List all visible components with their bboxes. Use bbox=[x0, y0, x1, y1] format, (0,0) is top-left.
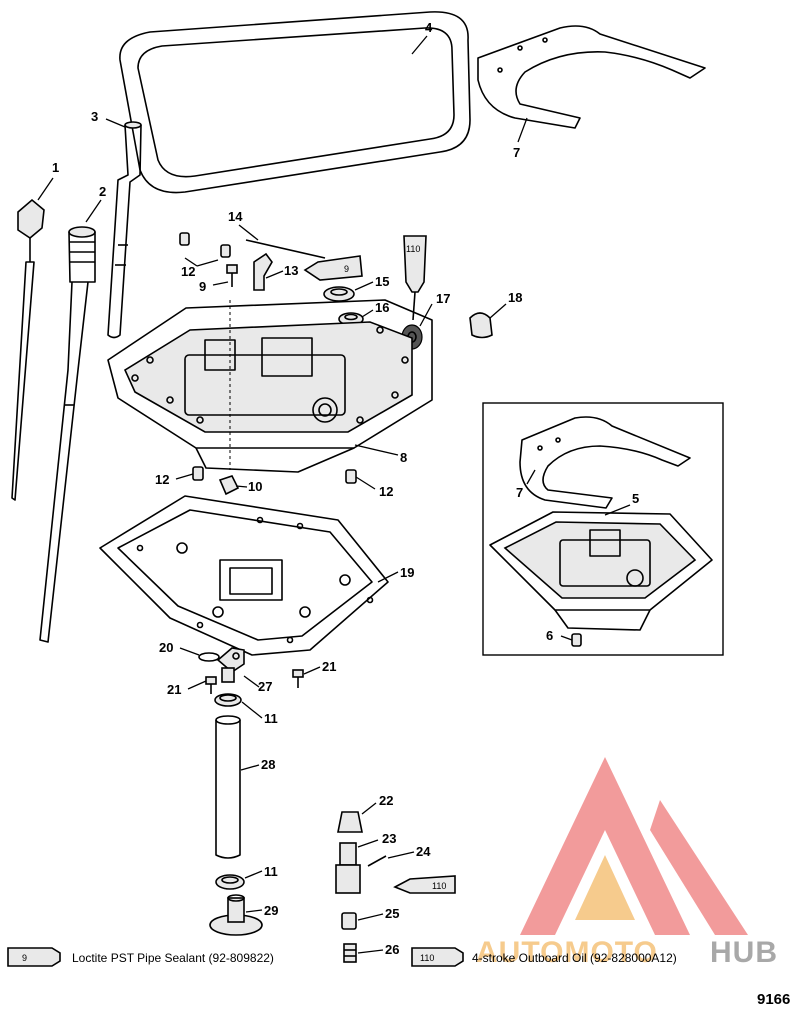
part-28-water-tube bbox=[215, 715, 241, 859]
callout-5: 5 bbox=[632, 491, 639, 506]
callout-26: 26 bbox=[385, 942, 399, 957]
callout-6: 6 bbox=[546, 628, 553, 643]
watermark-brand-hub: HUB bbox=[710, 936, 778, 969]
part-14-pin bbox=[245, 239, 326, 259]
part-26-spring bbox=[343, 943, 357, 963]
part-15-seal bbox=[323, 286, 355, 302]
part-7-gasket-top bbox=[477, 25, 706, 129]
legend: 9 Loctite PST Pipe Sealant (92-809822) 1… bbox=[7, 947, 677, 967]
part-10-fitting bbox=[218, 475, 240, 496]
callout-29: 29 bbox=[264, 903, 278, 918]
tube-label-110-mid: 110 bbox=[432, 881, 446, 891]
tube-label-9: 9 bbox=[344, 264, 349, 274]
part-6-dowel bbox=[571, 633, 582, 647]
callout-8: 8 bbox=[400, 450, 407, 465]
callout-13: 13 bbox=[284, 263, 298, 278]
watermark-triangle-right bbox=[650, 800, 748, 935]
callout-12a: 12 bbox=[181, 264, 195, 279]
part-13-fitting bbox=[253, 252, 273, 291]
part-110-oil-tube-lower: 110 bbox=[393, 875, 456, 894]
part-1-dipstick bbox=[11, 198, 45, 501]
part-22-cap bbox=[337, 811, 363, 833]
callout-2: 2 bbox=[99, 184, 106, 199]
part-9-sealant-tube: 9 bbox=[303, 255, 363, 281]
callout-23: 23 bbox=[382, 831, 396, 846]
callout-25: 25 bbox=[385, 906, 399, 921]
callout-28: 28 bbox=[261, 757, 275, 772]
watermark-triangle-inner bbox=[575, 855, 635, 920]
callout-21b: 21 bbox=[322, 659, 336, 674]
legend-sealant-tube-icon: 9 bbox=[7, 947, 61, 967]
watermark-logo: AUTOMOTO HUB bbox=[476, 757, 778, 969]
part-11-seal-upper bbox=[214, 693, 242, 707]
callout-22: 22 bbox=[379, 793, 393, 808]
legend-oil-tube-icon: 110 bbox=[411, 947, 464, 967]
watermark-brand-automoto: AUTOMOTO bbox=[476, 936, 658, 969]
legend-oil-text: 4-stroke Outboard Oil (92-828000A12) bbox=[472, 951, 677, 965]
part-27-pickup-flange bbox=[216, 647, 245, 683]
leader-lines bbox=[37, 35, 631, 954]
callout-1: 1 bbox=[52, 160, 59, 175]
part-20-o-ring bbox=[198, 652, 220, 662]
part-18-plug bbox=[469, 312, 493, 339]
part-24-pin bbox=[367, 855, 387, 867]
legend-tube-label-110: 110 bbox=[420, 953, 434, 963]
part-29-grommet-base bbox=[209, 894, 263, 936]
callout-labels: 1 2 3 4 7 14 12 9 13 15 16 17 18 8 12 10… bbox=[52, 20, 639, 957]
callout-16: 16 bbox=[375, 300, 389, 315]
callout-9a: 9 bbox=[199, 279, 206, 294]
callout-4: 4 bbox=[425, 20, 433, 35]
callout-27: 27 bbox=[258, 679, 272, 694]
part-4-gasket-ring bbox=[119, 11, 471, 194]
callout-18: 18 bbox=[508, 290, 522, 305]
callout-7b: 7 bbox=[516, 485, 523, 500]
callout-11a: 11 bbox=[264, 711, 278, 726]
callout-14: 14 bbox=[228, 209, 243, 224]
callout-3: 3 bbox=[91, 109, 98, 124]
inset-panel bbox=[482, 402, 724, 656]
callout-15: 15 bbox=[375, 274, 389, 289]
callout-12c: 12 bbox=[379, 484, 393, 499]
part-12-dowel-left bbox=[192, 466, 204, 481]
part-2-dipstick-tube bbox=[39, 226, 96, 643]
callout-11b: 11 bbox=[264, 864, 278, 879]
part-8-adapter-plate bbox=[107, 299, 433, 473]
part-11-seal-lower bbox=[215, 874, 245, 890]
part-110-oil-tube-top: 110 bbox=[403, 235, 427, 321]
callout-24: 24 bbox=[416, 844, 431, 859]
part-12-dowel-right bbox=[345, 469, 357, 484]
tube-label-110-top: 110 bbox=[406, 244, 420, 254]
part-12-dowels-top bbox=[179, 232, 231, 258]
callout-20: 20 bbox=[159, 640, 173, 655]
figure-number: 9166 bbox=[757, 991, 790, 1008]
part-25-bushing bbox=[341, 912, 357, 930]
part-5-adapter-assembly bbox=[489, 511, 713, 631]
part-19-lower-gasket bbox=[99, 495, 389, 656]
part-7-gasket-inset bbox=[519, 416, 691, 509]
part-3-tube bbox=[107, 121, 142, 339]
callout-12b: 12 bbox=[155, 472, 169, 487]
part-9-screw-top bbox=[226, 264, 238, 287]
legend-tube-label-9: 9 bbox=[22, 953, 27, 963]
callout-7a: 7 bbox=[513, 145, 520, 160]
callout-10: 10 bbox=[248, 479, 262, 494]
callout-21a: 21 bbox=[167, 682, 181, 697]
legend-sealant-text: Loctite PST Pipe Sealant (92-809822) bbox=[72, 951, 274, 965]
watermark-triangle bbox=[520, 757, 690, 935]
part-21-screw-left bbox=[205, 676, 217, 694]
part-21-screw-right bbox=[292, 669, 304, 688]
callout-19: 19 bbox=[400, 565, 414, 580]
part-23-shift-coupler bbox=[335, 842, 361, 894]
callout-17: 17 bbox=[436, 291, 450, 306]
